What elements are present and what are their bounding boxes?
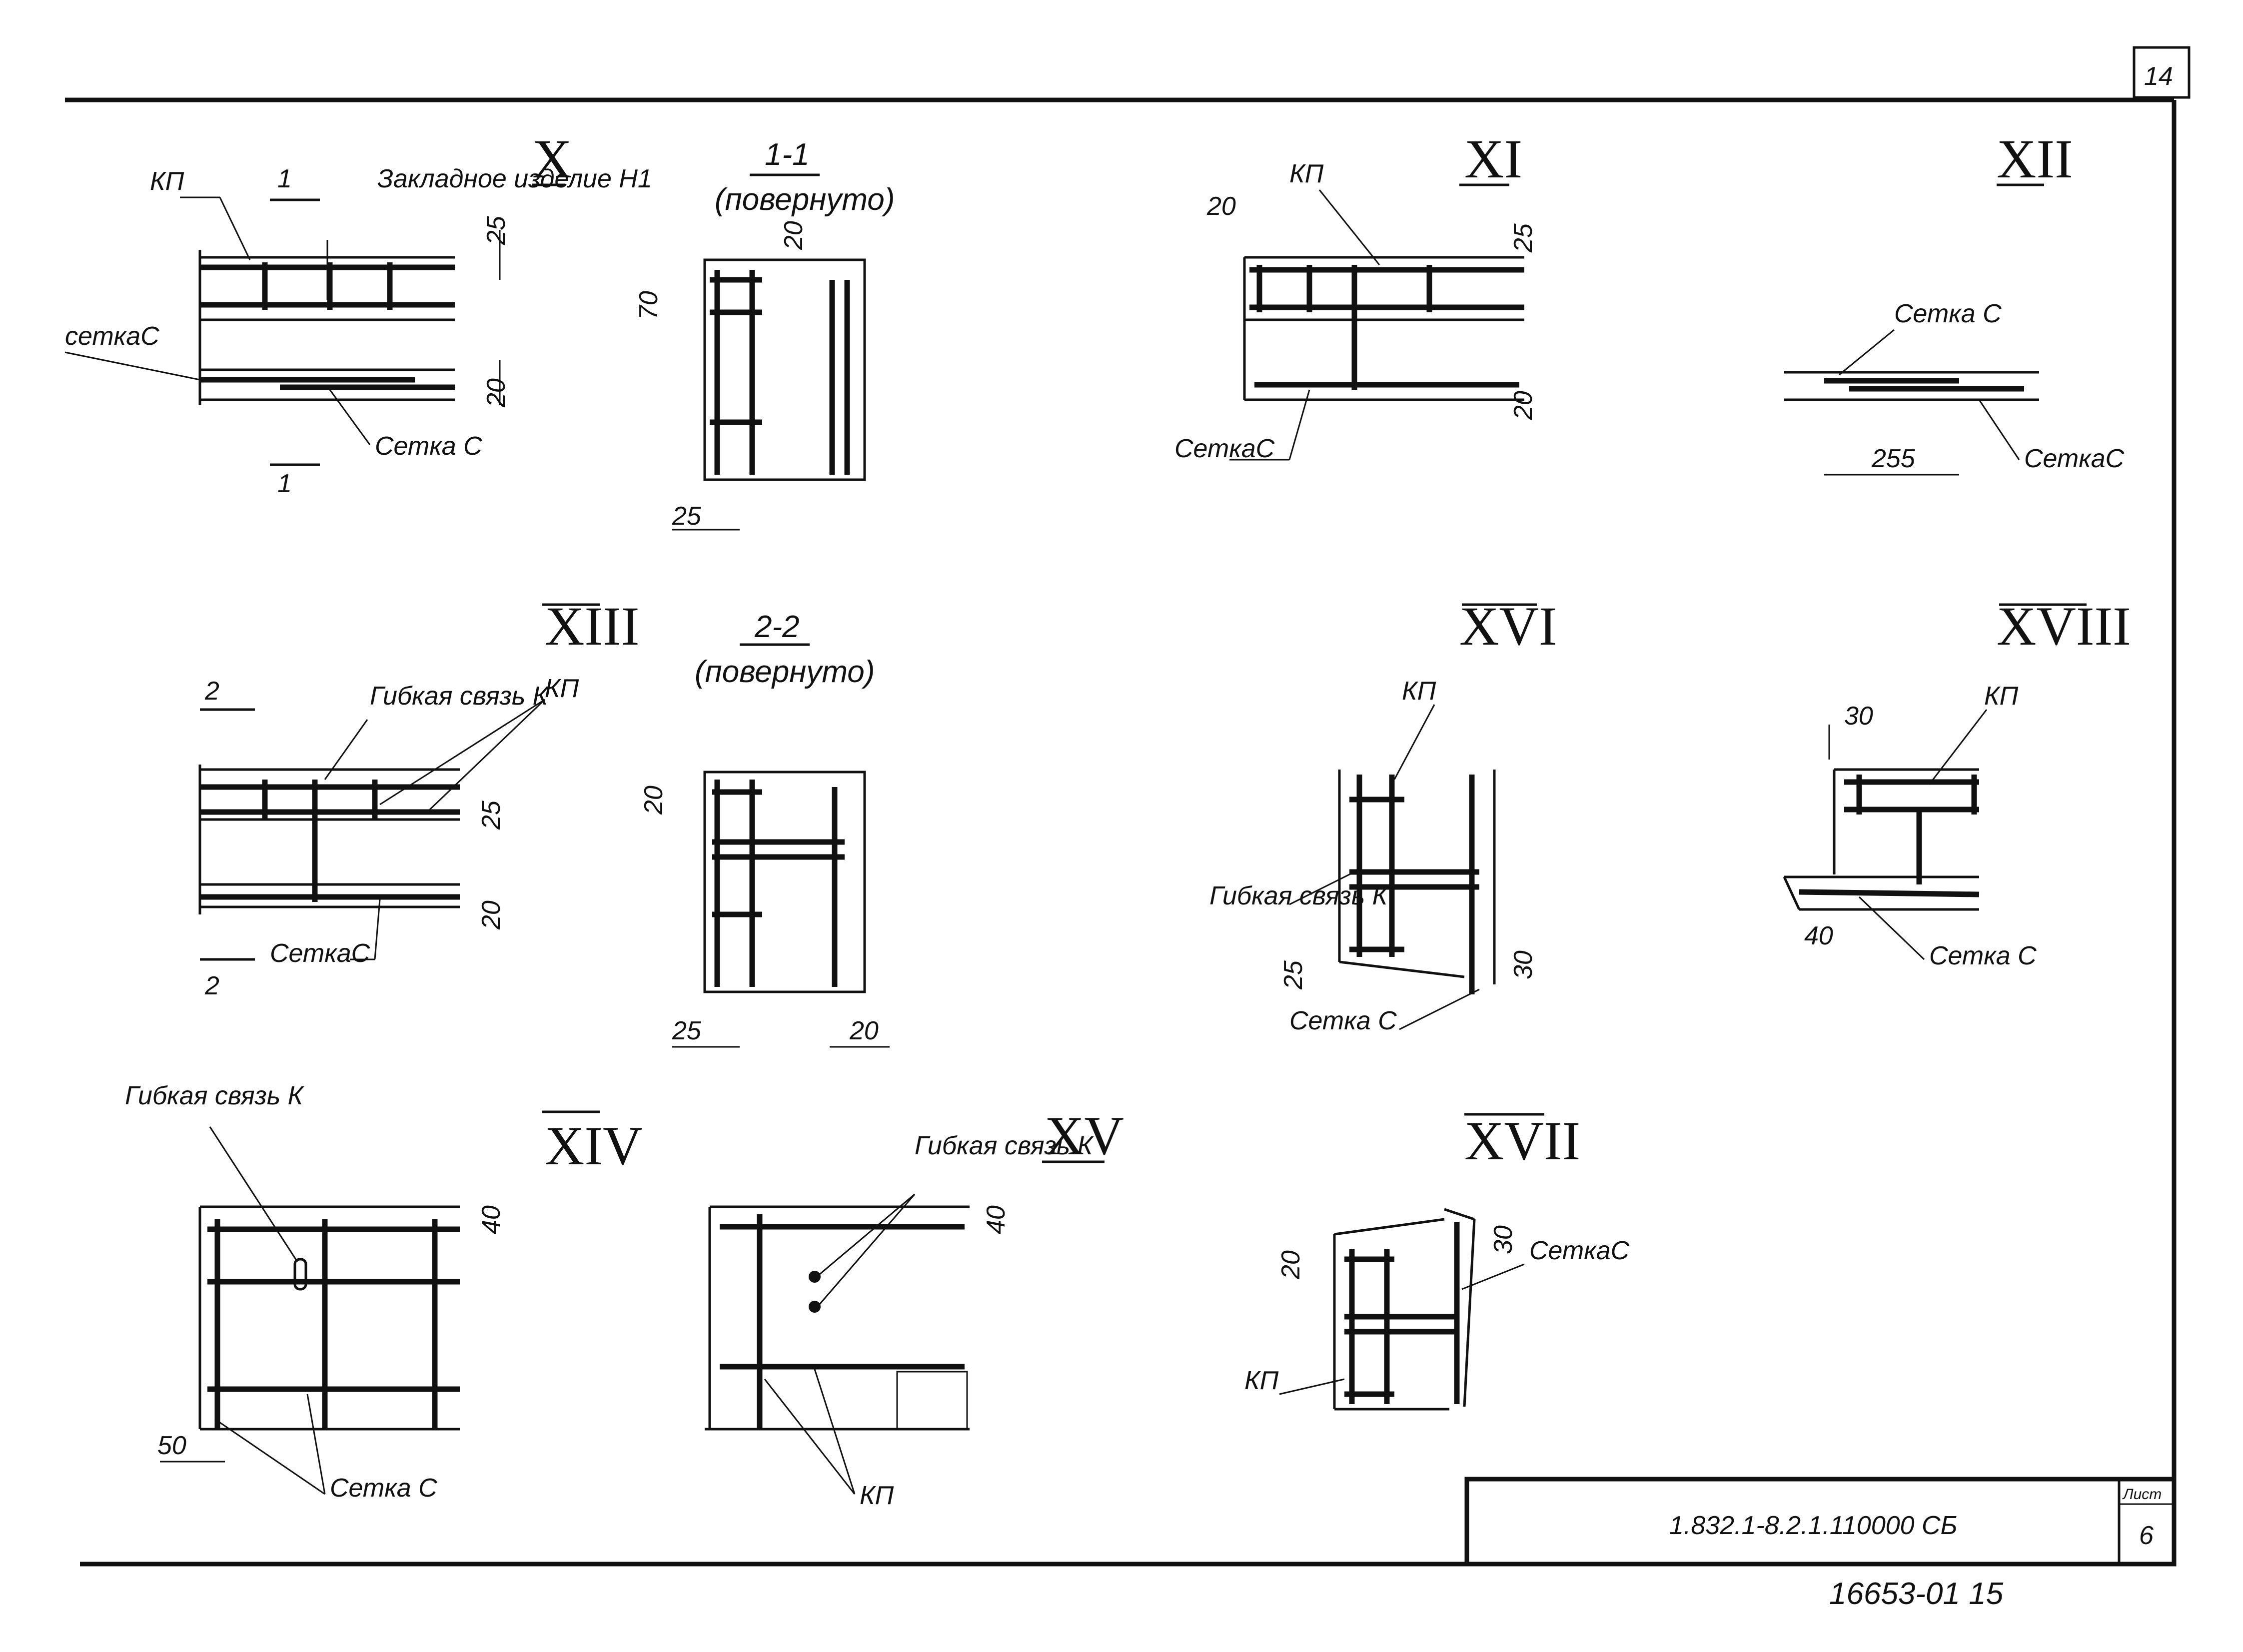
sheet-number: 6 [2139, 1521, 2154, 1550]
node-xi-dim-20: 20 [1206, 192, 1236, 221]
node-xiii-dim-25: 25 [477, 800, 506, 830]
sheet-label: Лист [2122, 1486, 2162, 1503]
node-xviii-dim-40: 40 [1804, 921, 1833, 950]
node-x-label-mesh-left: сеткаС [65, 322, 159, 351]
node-xvi-label-mesh: Сетка С [1289, 1006, 1397, 1035]
section-2-2: 2-2 (повернуто) 20 25 20 [639, 610, 890, 1048]
node-xiii: XIII Гибкая связь К КП СеткаС 2 2 25 20 [198, 596, 639, 1000]
node-xvii-dim-30: 30 [1489, 1225, 1518, 1254]
node-xii-dim-255: 255 [1871, 444, 1916, 473]
node-xiii-label-link: Гибкая связь К [370, 682, 550, 711]
sheet-frame: 14 [65, 46, 2191, 1567]
node-xi: XI КП СеткаС 20 25 20 [1174, 128, 1538, 463]
node-xi-label-kp: КП [1289, 159, 1324, 188]
node-xv: XV Гибкая связь К КП 40 [705, 1105, 1124, 1510]
node-xii-label-mesh-top: Сетка С [1894, 299, 2002, 328]
section-2-2-dim-20b: 20 [849, 1016, 879, 1045]
node-xvi-dim-25: 25 [1279, 960, 1308, 990]
node-xii: XII Сетка С СеткаС 255 [1784, 128, 2125, 476]
doc-code: 1.832.1-8.2.1.110000 СБ [1669, 1511, 1957, 1540]
node-xvii-label-mesh: СеткаС [1529, 1236, 1630, 1265]
section-1-1-dim-20: 20 [779, 221, 808, 250]
node-xviii-dim-30: 30 [1844, 702, 1873, 731]
node-xvii-label-kp: КП [1244, 1366, 1279, 1395]
node-xvi-label-kp: КП [1402, 677, 1436, 706]
node-xviii-label-kp: КП [1984, 682, 2019, 711]
node-xv-title: XV [1045, 1105, 1124, 1166]
node-xiv-dim-50: 50 [157, 1431, 186, 1460]
node-xii-title: XII [1997, 128, 2073, 189]
node-x-dim-25: 25 [482, 215, 511, 245]
section-2-2-title: 2-2 [754, 610, 800, 644]
node-xvii-dim-20: 20 [1276, 1250, 1305, 1280]
node-xiv-label-mesh: Сетка С [330, 1474, 437, 1503]
archive-number: 16653-01 15 [1829, 1577, 2004, 1611]
node-x-label-mesh: Сетка С [375, 432, 482, 461]
node-xi-dim-20b: 20 [1509, 391, 1538, 420]
node-x-label-embedded: Закладное изделие Н1 [377, 164, 652, 193]
node-x-label-kp: КП [150, 167, 184, 196]
section-1-1-subtitle: (повернуто) [715, 182, 895, 217]
node-xvi-label-link: Гибкая связь К [1209, 881, 1389, 910]
node-xiii-section-top: 2 [204, 677, 219, 706]
node-xii-label-mesh: СеткаС [2024, 444, 2125, 473]
node-xiv-title: XIV [545, 1115, 643, 1176]
node-xvi-dim-30: 30 [1509, 950, 1538, 979]
node-xiii-label-mesh: СеткаС [270, 939, 370, 968]
node-xvii-title: XVII [1464, 1110, 1580, 1171]
node-xiv-dim-40: 40 [477, 1205, 506, 1234]
node-xv-dim-40: 40 [982, 1205, 1011, 1234]
node-xviii-label-mesh: Сетка С [1929, 941, 2037, 970]
node-xiii-section-bottom: 2 [204, 971, 219, 1000]
node-xvii: XVII СеткаС КП 20 30 [1244, 1110, 1630, 1411]
section-2-2-subtitle: (повернуто) [695, 655, 875, 689]
node-xi-title: XI [1464, 128, 1522, 189]
node-xv-label-kp: КП [860, 1481, 894, 1510]
node-xv-label-link: Гибкая связь К [915, 1131, 1095, 1160]
section-2-2-dim-20a: 20 [639, 786, 668, 815]
node-x-title: X [532, 128, 572, 189]
node-x-section-top: 1 [277, 164, 292, 193]
node-x: X КП Закладное изделие Н1 сеткаС Сетка С… [64, 128, 652, 498]
section-1-1: 1-1 (повернуто) 70 20 25 [634, 137, 895, 531]
node-xviii: XVIII КП Сетка С 30 40 [1783, 596, 2131, 970]
node-x-dim-20: 20 [482, 378, 511, 408]
node-xiii-label-kp: КП [545, 674, 579, 703]
section-2-2-dim-25: 25 [672, 1016, 702, 1045]
node-xiii-dim-20: 20 [477, 900, 506, 930]
node-xi-dim-25: 25 [1509, 223, 1538, 253]
node-x-section-bottom: 1 [277, 469, 292, 498]
title-block: 1.832.1-8.2.1.110000 СБ Лист 6 16653-01 … [1464, 1477, 2177, 1611]
node-xiv-label-link: Гибкая связь К [125, 1081, 305, 1110]
node-xi-label-mesh: СеткаС [1174, 434, 1275, 463]
section-1-1-dim-25: 25 [672, 502, 702, 531]
corner-number: 14 [2144, 62, 2173, 91]
node-xvi: XVI КП Гибкая связь К Сетка С 25 30 [1209, 596, 1557, 1035]
section-1-1-title: 1-1 [765, 137, 810, 172]
node-xiv: XIV Гибкая связь К Сетка С 40 50 [125, 1081, 643, 1503]
section-1-1-dim-70: 70 [634, 291, 663, 320]
